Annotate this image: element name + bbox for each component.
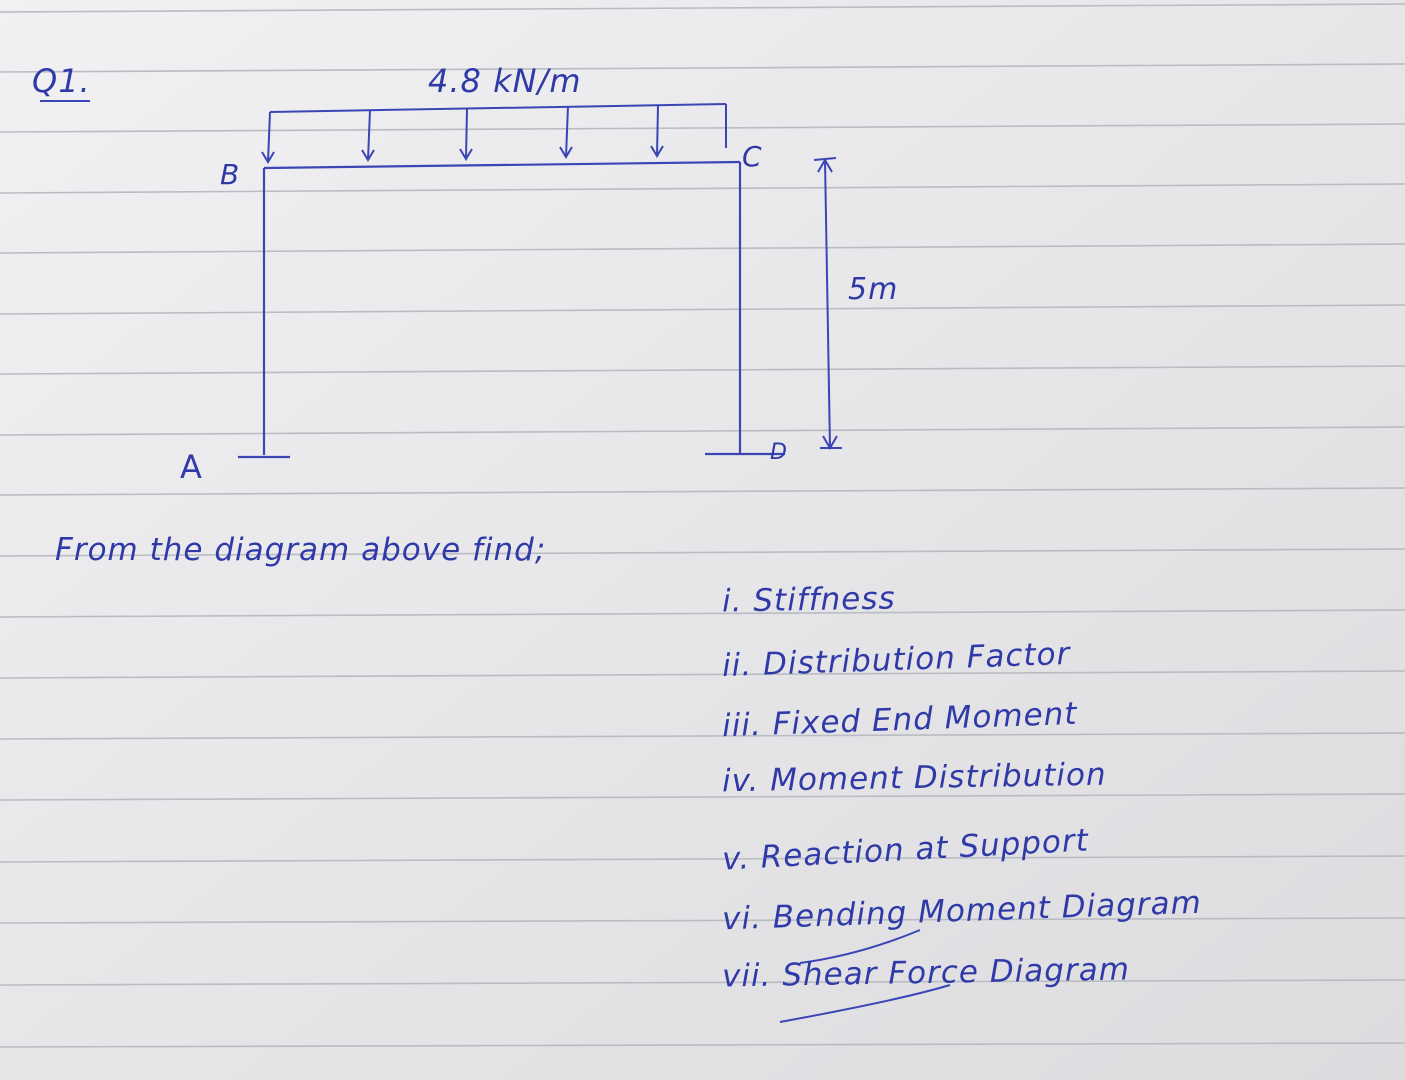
node-label-a: A [180,448,203,486]
question-number: Q1. [32,62,91,100]
beam-bc [263,160,741,170]
question-prompt: From the diagram above find; [55,532,547,568]
height-dimension-label: 5m [848,272,899,307]
list-item-moment-distribution: iv. Moment Distribution [721,756,1107,800]
node-label-b: B [220,158,241,191]
distributed-load [261,103,727,164]
list-item-shear-force-diagram: vii. Shear Force Diagram [721,951,1131,995]
load-label: 4.8 kN/m [428,62,582,100]
portal-frame [238,160,785,459]
list-item-stiffness: i. Stiffness [721,580,896,620]
node-label-d: D [770,440,788,465]
ruled-lines [0,3,1405,1048]
height-dimension-line [813,157,842,450]
handwriting-underlines [40,100,951,1023]
load-top-line [269,103,727,113]
node-label-c: C [742,140,763,173]
